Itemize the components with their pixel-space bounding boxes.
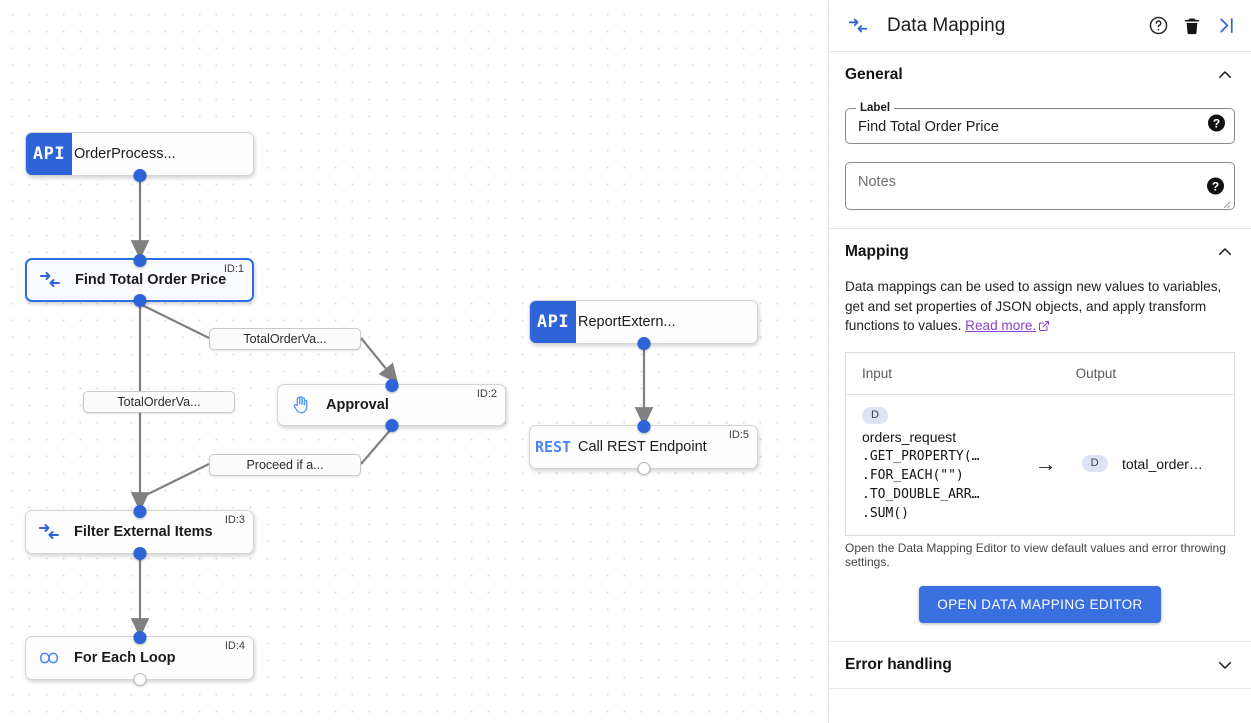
notes-placeholder: Notes — [858, 174, 896, 190]
read-more-link[interactable]: Read more. — [965, 318, 1037, 333]
panel-header: Data Mapping — [829, 0, 1251, 52]
datamap-icon — [845, 13, 871, 39]
node-port-top[interactable] — [133, 253, 146, 267]
edge-label-totalordervalue-2[interactable]: TotalOrderVa... — [83, 391, 235, 413]
node-port-bottom[interactable] — [637, 461, 650, 475]
input-expression: .GET_PROPERTY(… .FOR_EACH("") .TO_DOUBLE… — [862, 448, 980, 521]
label-field-value[interactable]: Find Total Order Price — [858, 118, 999, 135]
node-label: For Each Loop — [74, 650, 176, 666]
node-for-each-loop[interactable]: For Each Loop ID:4 — [25, 630, 254, 686]
label-field-wrapper: Label Find Total Order Price ? — [845, 102, 1235, 144]
api-badge: API — [530, 301, 576, 343]
node-label: Find Total Order Price — [75, 272, 227, 288]
edge-label-proceed-if[interactable]: Proceed if a... — [209, 454, 361, 476]
chevron-up-icon[interactable] — [1215, 65, 1235, 85]
node-id-tag: ID:2 — [476, 388, 497, 400]
mapping-hint-text: Open the Data Mapping Editor to view def… — [845, 540, 1226, 569]
error-handling-section-header[interactable]: Error handling — [845, 642, 1235, 688]
properties-panel: Data Mapping — [828, 0, 1251, 723]
node-port-top[interactable] — [637, 419, 650, 433]
table-row[interactable]: D orders_request .GET_PROPERTY(… .FOR_EA… — [846, 394, 1235, 535]
node-filter-external-items[interactable]: Filter External Items ID:3 — [25, 504, 254, 560]
node-id-tag: ID:3 — [224, 514, 245, 526]
node-port-bottom[interactable] — [133, 672, 146, 686]
mapping-section-header[interactable]: Mapping — [845, 229, 1235, 275]
node-id-tag: ID:4 — [224, 640, 245, 652]
output-type-chip: D — [1081, 454, 1108, 472]
external-link-icon[interactable] — [1038, 318, 1050, 338]
label-help-icon[interactable]: ? — [1208, 114, 1225, 132]
resize-grip-icon[interactable] — [1221, 197, 1231, 209]
node-label: OrderProcess... — [74, 146, 176, 162]
node-port-bottom[interactable] — [133, 546, 146, 560]
node-approval[interactable]: Approval ID:2 — [277, 378, 506, 432]
mapping-section-title: Mapping — [845, 243, 909, 260]
output-variable-name: total_order… — [1121, 455, 1203, 472]
help-icon[interactable] — [1145, 13, 1171, 39]
mapping-output-cell[interactable]: D total_order… — [1066, 394, 1235, 535]
mapping-button-row: OPEN DATA MAPPING EDITOR — [845, 585, 1235, 623]
node-port-top[interactable] — [133, 504, 146, 518]
collapse-panel-icon[interactable] — [1213, 13, 1239, 39]
page-title: Data Mapping — [887, 14, 1006, 36]
node-port-bottom[interactable] — [133, 293, 146, 307]
input-type-chip: D — [862, 406, 888, 424]
mapping-description: Data mappings can be used to assign new … — [845, 277, 1235, 338]
node-label: Call REST Endpoint — [578, 439, 707, 455]
general-section: General Label Find Total Order Price ? N… — [829, 52, 1251, 228]
table-header-row: Input Output — [845, 352, 1235, 395]
rest-badge: REST — [534, 438, 572, 456]
node-port-bottom[interactable] — [385, 418, 398, 432]
column-header-output: Output — [1065, 352, 1235, 395]
section-divider-1 — [829, 228, 1251, 229]
general-section-header[interactable]: General — [845, 52, 1235, 98]
edge-label-totalordervalue-1[interactable]: TotalOrderVa... — [209, 328, 361, 350]
section-divider-3 — [829, 687, 1251, 689]
section-divider-2 — [829, 640, 1251, 642]
mapping-input-cell[interactable]: D orders_request .GET_PROPERTY(… .FOR_EA… — [846, 394, 1010, 535]
api-badge: API — [26, 133, 72, 175]
datamap-icon — [26, 511, 72, 553]
node-port-bottom[interactable] — [133, 168, 146, 182]
error-handling-section: Error handling — [829, 642, 1251, 688]
node-label: ReportExtern... — [578, 314, 676, 330]
error-handling-section-title: Error handling — [845, 655, 952, 673]
column-header-input: Input — [845, 352, 1010, 395]
column-header-spacer — [1009, 352, 1066, 395]
chevron-down-icon[interactable] — [1215, 655, 1235, 675]
hand-icon — [278, 385, 324, 425]
label-field-legend: Label — [860, 102, 891, 114]
mapping-arrow-icon: → — [1034, 450, 1057, 476]
node-label: Approval — [326, 397, 389, 413]
mapping-section: Mapping Data mappings can be used to ass… — [829, 229, 1251, 641]
chevron-up-icon[interactable] — [1215, 242, 1235, 262]
loop-icon — [26, 637, 72, 679]
workflow-connectors — [130, 176, 654, 638]
datamap-icon — [27, 260, 73, 300]
node-label: Filter External Items — [74, 524, 213, 540]
node-port-bottom[interactable] — [637, 336, 650, 350]
node-id-tag: ID:1 — [223, 263, 244, 275]
notes-field[interactable]: Notes ? — [845, 162, 1235, 210]
mapping-description-text: Data mappings can be used to assign new … — [845, 279, 1222, 333]
notes-help-icon[interactable]: ? — [1207, 177, 1224, 195]
general-section-title: General — [845, 66, 903, 83]
node-port-top[interactable] — [133, 630, 146, 644]
mapping-table: Input Output D orders_request .GET_PROPE… — [845, 351, 1235, 536]
node-call-rest-endpoint[interactable]: REST Call REST Endpoint ID:5 — [529, 419, 758, 475]
input-variable-name: orders_request — [862, 428, 957, 445]
node-port-top[interactable] — [385, 378, 398, 392]
open-data-mapping-editor-button[interactable]: OPEN DATA MAPPING EDITOR — [919, 585, 1161, 623]
delete-icon[interactable] — [1179, 13, 1205, 39]
node-id-tag: ID:5 — [728, 429, 749, 441]
